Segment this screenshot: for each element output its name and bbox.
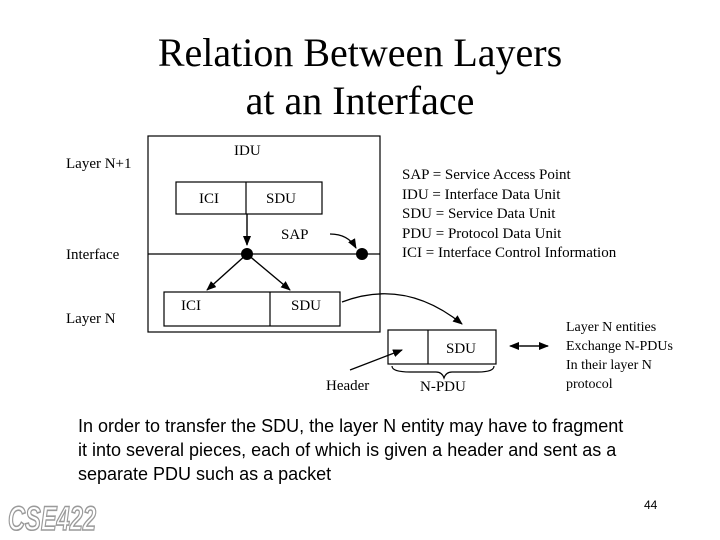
ici-upper-label: ICI [199,191,219,207]
note-line: Layer N entities [566,320,657,335]
legend-item: SDU = Service Data Unit [402,206,556,222]
body-line: it into several pieces, each of which is… [78,440,617,460]
legend-item: ICI = Interface Control Information [402,245,617,261]
note-line: In their layer N [566,358,652,373]
explanation-text: In order to transfer the SDU, the layer … [78,414,623,486]
legend-item: IDU = Interface Data Unit [402,186,561,203]
header-pointer-arrow [349,349,403,371]
sap-label: SAP [281,227,309,243]
interface-label: Interface [66,247,120,263]
legend-item: SAP = Service Access Point [402,167,571,183]
slide-title-line-1: Relation Between Layers [157,30,563,75]
sdu-to-pdu-arrow [341,293,463,325]
header-label: Header [326,378,370,394]
page-number: 44 [644,498,658,512]
note-line: Exchange N-PDUs [566,339,673,354]
layer-upper-label: Layer N+1 [66,156,132,172]
note-line: protocol [566,377,613,392]
pdu-sdu-label: SDU [446,341,477,357]
layer-frame [147,135,381,333]
npdu-brace [391,365,495,380]
entities-note: Layer N entities Exchange N-PDUs In thei… [566,318,673,394]
legend-item: PDU = Protocol Data Unit [402,225,562,242]
idu-label: IDU [234,143,261,159]
idu-upper-box [175,181,323,215]
sap-dot-right [356,248,368,260]
slide-title-line-2: at an Interface [245,78,475,123]
sdu-upper-label: SDU [266,191,297,207]
arrow-sap-to-sdu [246,253,291,291]
pdu-box [387,329,497,365]
abbreviation-legend: SAP = Service Access Point IDU = Interfa… [402,166,616,264]
course-logo: CSE422 [7,499,97,538]
arrow-sap-to-ici [206,253,248,291]
sdu-lower-label: SDU [291,298,322,314]
layer-lower-label: Layer N [66,311,116,327]
body-line: In order to transfer the SDU, the layer … [78,416,624,436]
logo-text: CSE422 [8,500,96,538]
npdu-label: N-PDU [420,379,466,395]
sap-pointer-arrow [329,233,357,249]
ici-lower-label: ICI [181,298,201,314]
idu-lower-box [163,291,341,327]
body-line: separate PDU such as a packet [78,464,332,484]
